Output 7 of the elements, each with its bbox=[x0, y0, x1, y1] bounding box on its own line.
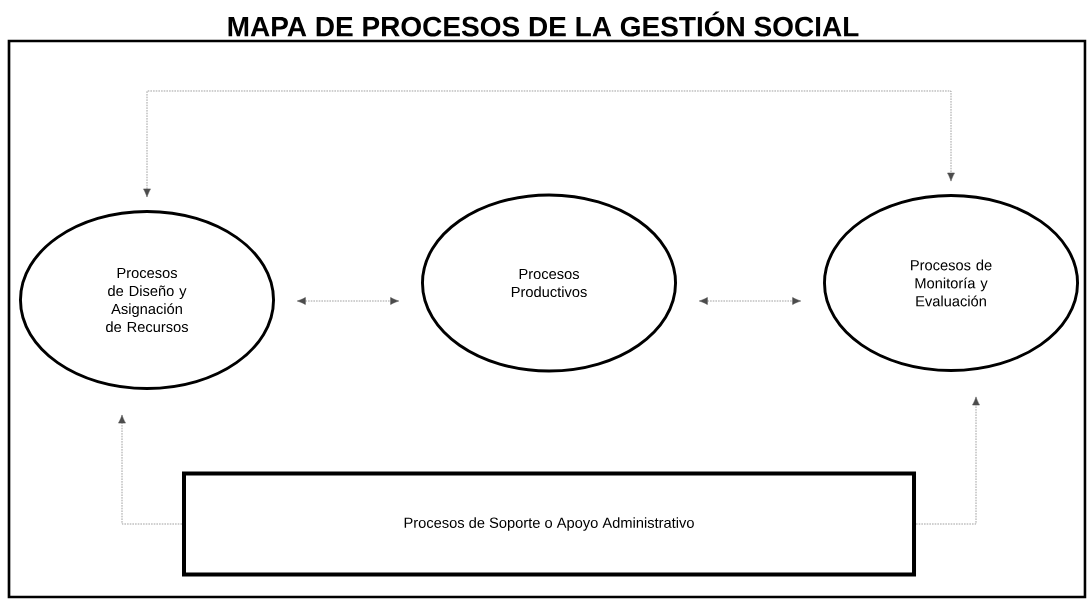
arrow bbox=[915, 396, 980, 525]
arrow bbox=[297, 297, 399, 305]
process-box: Procesos de Soporte o Apoyo Administrativo bbox=[182, 471, 916, 577]
title: MAPA DE PROCESOS DE LA GESTIÓN SOCIAL bbox=[228, 11, 859, 37]
arrow bbox=[118, 414, 183, 525]
arrow bbox=[699, 297, 801, 305]
arrow bbox=[143, 90, 955, 198]
